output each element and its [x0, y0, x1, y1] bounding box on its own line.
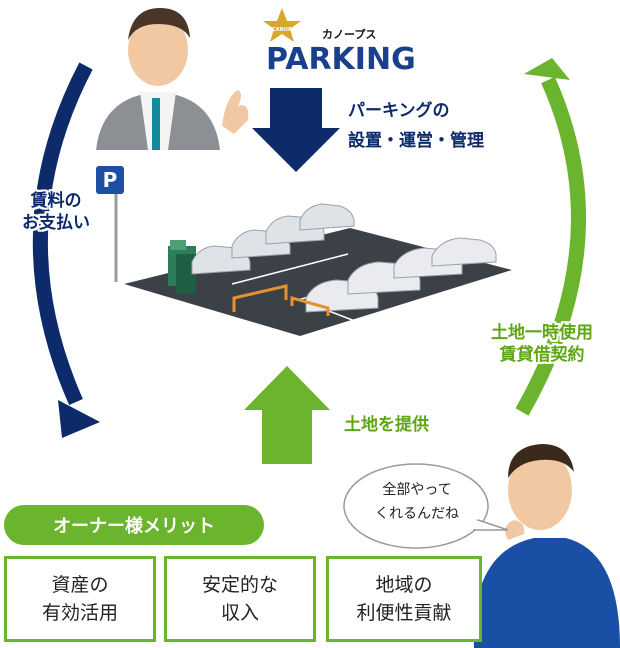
merit-line2: 収入: [220, 602, 259, 624]
logo-small-text: CANOPUS: [272, 27, 300, 33]
left-flow-label-line1: 賃料の: [30, 191, 82, 211]
top-flow-label: パーキングの 設置・運営・管理: [348, 100, 508, 152]
left-flow-label-line2: お支払い: [22, 213, 90, 233]
right-curved-arrow: [515, 76, 586, 416]
speech-bubble-text: 全部やって くれるんだね: [352, 478, 482, 526]
barrier-gates: [232, 284, 330, 316]
merit-line1: 資産の: [51, 574, 109, 596]
left-arrow-head: [58, 400, 100, 438]
merit-line1: 安定的な: [201, 574, 278, 596]
logo-star: [263, 8, 301, 42]
speech-bubble-line2: くれるんだね: [375, 506, 459, 522]
right-arrow-head: [524, 58, 570, 80]
cars-front: [305, 237, 497, 313]
left-flow-label: 賃料の お支払い: [6, 190, 106, 234]
businessman-figure: [96, 8, 249, 150]
right-flow-label-line1: 土地一時使用: [491, 323, 593, 343]
top-flow-label-line1: パーキングの: [348, 101, 450, 121]
logo-wordmark: PARKING: [266, 42, 416, 77]
left-curved-arrow: [32, 62, 93, 406]
parking-sign: [96, 166, 124, 282]
merit-line1: 地域の: [375, 574, 433, 596]
right-flow-label-line2: 賃貸借契約: [499, 345, 585, 365]
pay-station: [168, 240, 196, 294]
owner-figure: [473, 444, 620, 648]
top-flow-label-line2: 設置・運営・管理: [348, 131, 484, 151]
merit-box-income: 安定的な 収入: [164, 556, 316, 642]
speech-bubble-line1: 全部やって: [382, 482, 452, 498]
up-arrow: [244, 366, 330, 464]
cars-back: [191, 203, 355, 275]
down-arrow: [252, 88, 340, 172]
merit-box-asset: 資産の 有効活用: [4, 556, 156, 642]
speech-bubble-shape: [343, 463, 509, 549]
merit-line2: 利便性貢献: [356, 602, 452, 624]
merit-line2: 有効活用: [41, 602, 118, 624]
merits-heading: オーナー様メリット: [4, 505, 264, 545]
logo-kana: カノープス: [322, 28, 377, 41]
parking-sign-letter: P: [102, 168, 118, 192]
bottom-flow-label: 土地を提供: [344, 415, 429, 435]
right-flow-label: 土地一時使用 賃貸借契約: [470, 322, 614, 366]
merit-box-community: 地域の 利便性貢献: [326, 556, 482, 642]
